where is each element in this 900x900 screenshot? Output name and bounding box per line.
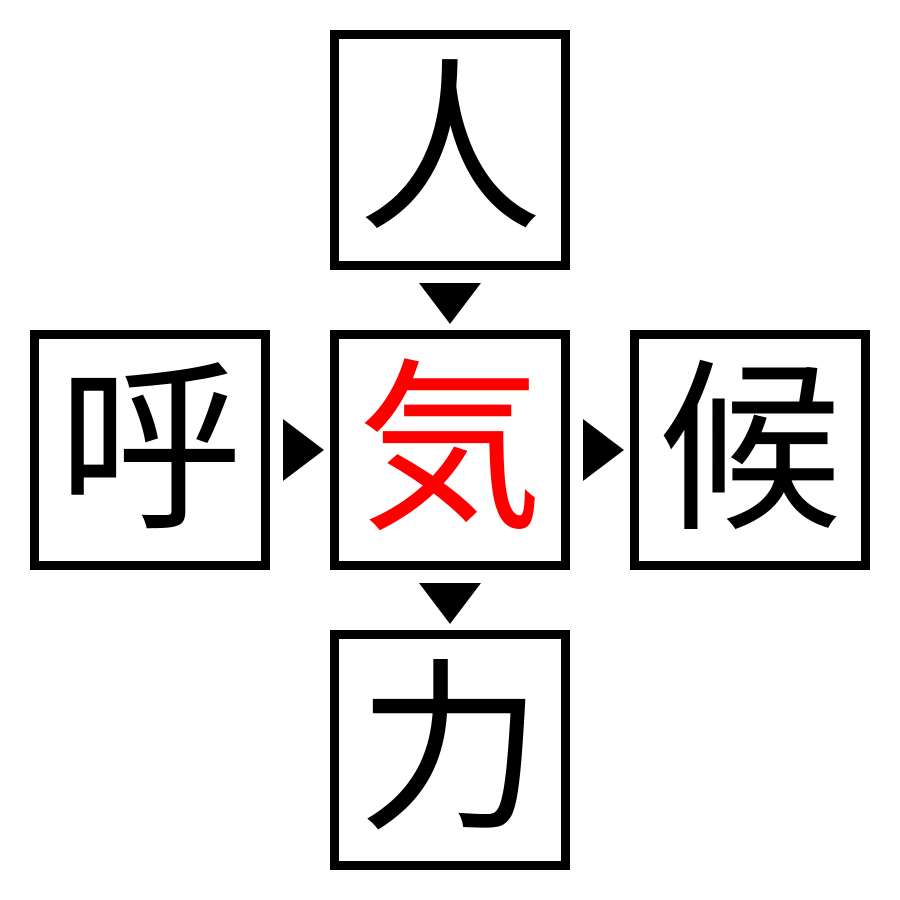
- arrow-down-icon: [419, 583, 481, 624]
- arrow-down-icon: [419, 283, 481, 324]
- right-box: 候: [630, 330, 870, 570]
- bottom-kanji: 力: [357, 641, 543, 858]
- right-kanji: 候: [657, 341, 843, 558]
- center-kanji: 気: [357, 341, 543, 558]
- top-box: 人: [330, 30, 570, 270]
- arrow-right-icon: [583, 419, 624, 481]
- left-box: 呼: [30, 330, 270, 570]
- bottom-box: 力: [330, 630, 570, 870]
- arrow-right-icon: [283, 419, 324, 481]
- left-kanji: 呼: [57, 341, 243, 558]
- top-kanji: 人: [357, 41, 543, 258]
- center-box: 気: [330, 330, 570, 570]
